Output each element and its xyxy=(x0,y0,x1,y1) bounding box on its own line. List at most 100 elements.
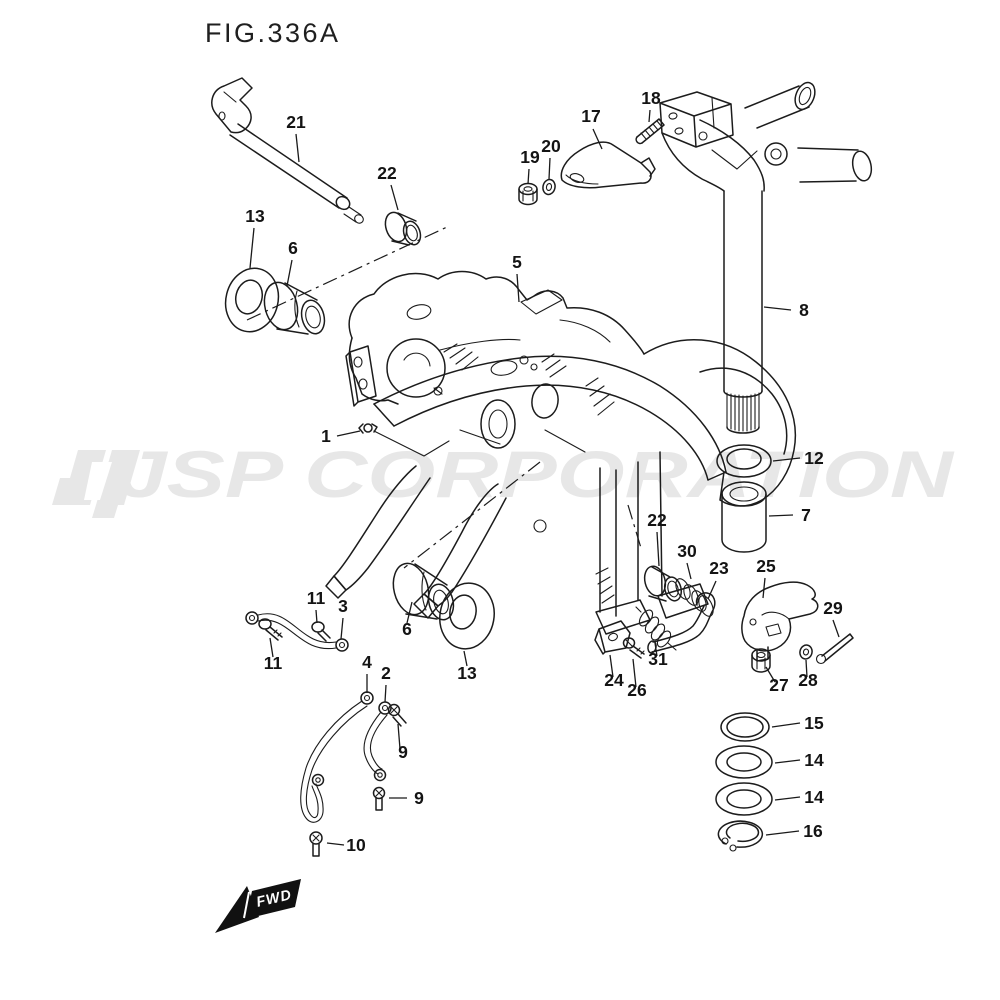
part-29-cotter-pin xyxy=(815,633,854,665)
callout-label: 22 xyxy=(377,163,397,183)
leader-line xyxy=(765,830,800,836)
part-4-ground-wire xyxy=(300,691,374,823)
part-18-stud-bolt xyxy=(635,118,665,145)
callout-label: 22 xyxy=(647,510,667,530)
callout-label: 18 xyxy=(641,88,661,108)
fwd-label: FWD xyxy=(255,887,294,911)
part-11-bolt-a xyxy=(258,618,283,641)
callout-label: 24 xyxy=(604,670,624,690)
leader-line xyxy=(406,601,413,624)
part-13-upper-washer xyxy=(224,267,280,333)
callout-label: 8 xyxy=(799,300,809,320)
callout-label: 23 xyxy=(709,558,729,578)
callout-label: 9 xyxy=(414,788,424,808)
part-24-plate xyxy=(594,620,631,655)
callout-label: 2 xyxy=(381,663,391,683)
part-10-screw xyxy=(309,831,323,857)
part-7-bushing xyxy=(721,481,767,553)
part-6-upper-bushing xyxy=(263,281,326,335)
callout-label: 10 xyxy=(346,835,366,855)
leader-line xyxy=(772,457,801,462)
callout-label: 25 xyxy=(756,556,776,576)
leader-line xyxy=(686,562,692,580)
leader-line xyxy=(384,684,387,703)
callout-label: 11 xyxy=(307,588,326,608)
callout-label: 12 xyxy=(804,448,824,468)
leader-line xyxy=(249,227,255,269)
callout-label: 6 xyxy=(402,619,412,639)
leader-line xyxy=(326,842,345,846)
part-17-bracket xyxy=(560,141,656,189)
leader-line xyxy=(763,306,792,311)
leader-line xyxy=(648,109,651,123)
callout-label: 31 xyxy=(648,649,668,669)
callout-label: 20 xyxy=(541,136,561,156)
callout-label: 11 xyxy=(264,653,283,673)
jsp-logo xyxy=(52,450,140,518)
watermark: JSP CORPORATION xyxy=(52,437,955,518)
leader-line xyxy=(774,796,801,801)
leader-line xyxy=(527,168,530,185)
part-22-lower-bushing xyxy=(643,565,683,602)
leader-line xyxy=(632,658,637,688)
part-22-upper-bushing xyxy=(384,211,422,246)
watermark-text: JSP CORPORATION xyxy=(118,437,955,511)
axis-lines xyxy=(246,226,642,569)
part-14-washer-a xyxy=(715,745,773,779)
part-31-spring xyxy=(635,606,677,651)
leader-line xyxy=(516,273,520,303)
callout-label: 16 xyxy=(803,821,823,841)
leader-line xyxy=(336,430,361,437)
part-26-bolt xyxy=(622,637,645,659)
callout-label: 6 xyxy=(288,238,298,258)
leader-line xyxy=(805,659,808,678)
leader-line xyxy=(654,642,658,657)
callout-label: 1 xyxy=(321,426,331,446)
callout-label: 26 xyxy=(627,680,647,700)
callout-label: 28 xyxy=(798,670,818,690)
leader-line xyxy=(762,577,766,599)
leader-line xyxy=(286,259,293,287)
part-9-screw-b xyxy=(372,786,386,811)
callout-label: 21 xyxy=(286,112,306,132)
callout-label: 5 xyxy=(512,252,522,272)
fwd-arrow: FWD xyxy=(215,879,301,933)
callout-label: 29 xyxy=(823,598,843,618)
callout-label: 15 xyxy=(804,713,824,733)
part-14-washer-b xyxy=(715,782,773,816)
part-11-bolt-b xyxy=(311,621,331,642)
callout-label: 27 xyxy=(769,675,788,695)
part-2-ground-wire xyxy=(363,701,392,782)
part-21-tilt-rod xyxy=(211,77,364,224)
leader-line xyxy=(390,184,399,211)
callout-label: 9 xyxy=(398,742,408,762)
part-5-swivel-bracket xyxy=(325,270,797,635)
part-15-oring xyxy=(720,712,770,742)
callout-label: 3 xyxy=(338,596,348,616)
leader-line xyxy=(295,133,300,163)
part-16-snap-ring xyxy=(717,820,764,852)
part-8-steering-shaft xyxy=(659,81,873,434)
leader-line xyxy=(768,514,794,517)
leader-line xyxy=(463,650,468,667)
leader-line xyxy=(397,723,401,750)
leader-line xyxy=(765,666,776,683)
leader-line xyxy=(548,157,551,180)
part-19-nut xyxy=(518,182,538,206)
leader-line xyxy=(832,619,840,638)
callout-label: 7 xyxy=(801,505,811,525)
callout-label: 13 xyxy=(457,663,477,683)
leader-line xyxy=(609,654,614,678)
leader-line xyxy=(269,637,274,658)
leader-line xyxy=(707,580,717,600)
part-1-grease-nipple xyxy=(358,423,450,457)
callout-label: 19 xyxy=(520,147,540,167)
figure-title: FIG.336A xyxy=(205,18,341,48)
leader-line xyxy=(656,531,660,567)
part-13-lower-washer xyxy=(439,582,495,650)
part-3-ground-wire xyxy=(245,611,349,652)
leader-line xyxy=(340,617,344,640)
